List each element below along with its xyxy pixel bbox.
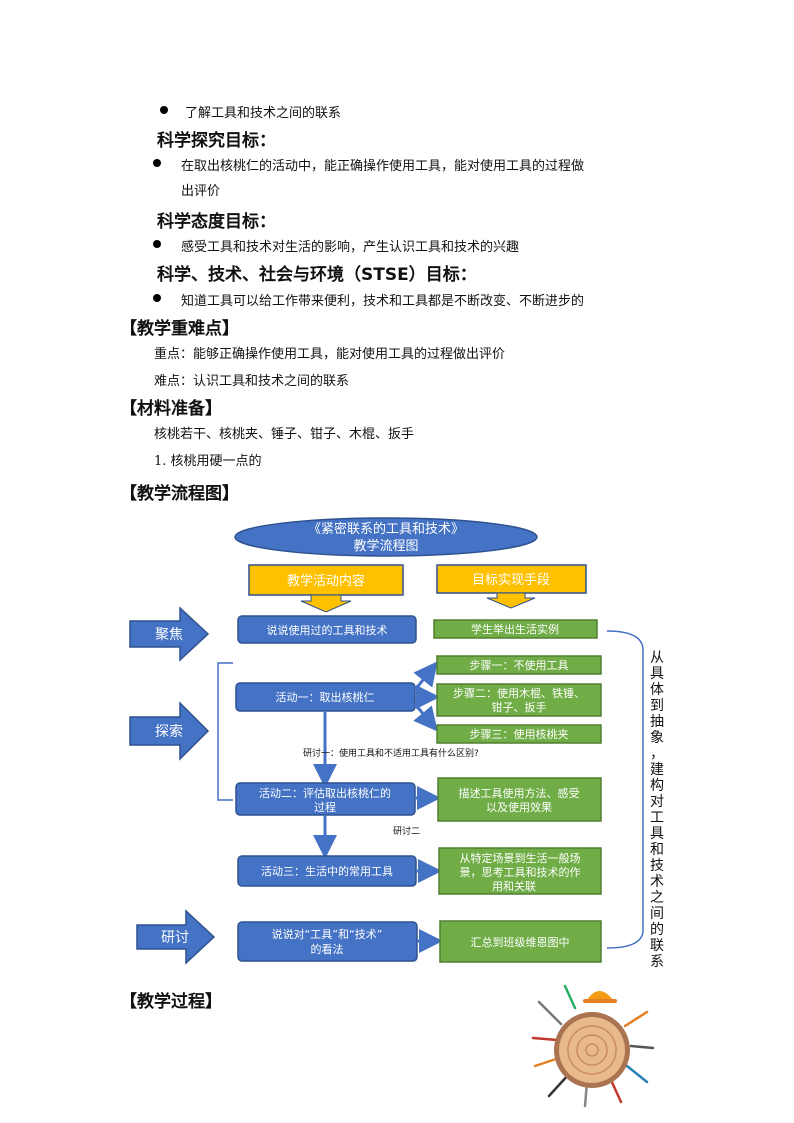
- box-student-examples: [433, 619, 598, 639]
- inquiry-heading: 科学探究目标：: [157, 131, 276, 151]
- key-points-heading: 【教学重难点】: [120, 319, 239, 339]
- box-step2: [436, 683, 602, 717]
- column-activity-content-label: 教学活动内容: [287, 573, 365, 589]
- tools-stump-illustration: [531, 984, 655, 1108]
- bullet-dot: [153, 240, 161, 248]
- box-summary-label: 汇总到班级维恩图中: [471, 935, 570, 949]
- down-arrow-icon: [300, 594, 352, 613]
- stage-focus-label: 聚焦: [155, 627, 183, 643]
- side-note: 从具体到抽象，建构对工具和技术之间的联系: [650, 650, 664, 970]
- materials-note: 1. 核桃用硬一点的: [154, 454, 262, 469]
- stage-explore-label: 探索: [155, 723, 183, 740]
- box-step1: [436, 655, 602, 675]
- materials-list: 核桃若干、核桃夹、锤子、钳子、木棍、扳手: [154, 427, 415, 442]
- box-scene-line3: 用和关联: [492, 879, 536, 893]
- box-activity3-label: 活动三：生活中的常用工具: [261, 864, 393, 878]
- box-step1-label: 步骤一：不使用工具: [470, 659, 569, 672]
- box-activity1-label: 活动一：取出核桃仁: [276, 690, 375, 704]
- objective-intro: 了解工具和技术之间的联系: [185, 106, 342, 121]
- box-scene: [438, 847, 602, 895]
- column-target-means-label: 目标实现手段: [472, 573, 550, 588]
- box-talk-views-line1: 说说对“工具”和“技术”: [272, 927, 383, 941]
- branch-arrow: [413, 703, 438, 732]
- box-activity2-line1: 活动二：评估取出核桃仁的: [259, 786, 391, 800]
- key-point: 重点：能够正确操作使用工具，能对使用工具的过程做出评价: [154, 347, 506, 362]
- box-activity2-line2: 过程: [314, 801, 336, 814]
- materials-heading: 【材料准备】: [120, 399, 222, 419]
- flowchart-heading: 【教学流程图】: [120, 484, 239, 504]
- flowchart-title-line2: 教学流程图: [353, 538, 418, 554]
- box-describe: [437, 777, 602, 822]
- box-talk-tools-label: 说说使用过的工具和技术: [267, 623, 388, 637]
- inquiry-objective-line2: 出评价: [181, 184, 221, 199]
- down-arrow-icon: [486, 592, 536, 609]
- box-step2-line1: 步骤二：使用木棍、铁锤、: [453, 686, 585, 700]
- box-step3: [436, 724, 602, 744]
- branch-arrow: [413, 661, 438, 691]
- box-talk-tools: [237, 615, 417, 644]
- box-describe-line2: 以及使用效果: [486, 800, 552, 814]
- stage-focus-arrow: [129, 606, 210, 662]
- stage-discuss-label: 研讨: [161, 930, 189, 946]
- attitude-heading: 科学态度目标：: [157, 212, 276, 232]
- stage-explore-arrow: [129, 701, 210, 761]
- bullet-dot: [160, 106, 168, 114]
- discuss1-label: 研讨一：使用工具和不适用工具有什么区别?: [303, 747, 479, 759]
- bullet-dot: [153, 159, 161, 167]
- process-heading: 【教学过程】: [120, 992, 222, 1012]
- right-brace: [606, 630, 644, 949]
- inquiry-objective-line1: 在取出核桃仁的活动中，能正确操作使用工具，能对使用工具的过程做: [181, 159, 585, 174]
- explore-bracket: [217, 662, 233, 801]
- box-step3-label: 步骤三：使用核桃夹: [470, 727, 569, 741]
- box-student-examples-label: 学生举出生活实例: [471, 622, 559, 636]
- box-talk-views-line2: 的看法: [311, 942, 344, 956]
- box-step2-line2: 钳子、扳手: [492, 700, 547, 714]
- stse-heading: 科学、技术、社会与环境（STSE）目标：: [157, 265, 477, 285]
- discuss2-label: 研讨二: [393, 825, 420, 837]
- difficult-point: 难点：认识工具和技术之间的联系: [154, 374, 350, 389]
- box-scene-line1: 从特定场景到生活一般场: [460, 851, 581, 865]
- bullet-dot: [153, 294, 161, 302]
- box-summary: [439, 920, 602, 963]
- stage-discuss-arrow: [136, 909, 216, 965]
- flowchart-title-ellipse: [234, 517, 538, 557]
- box-scene-line2: 景，思考工具和技术的作: [460, 865, 581, 879]
- attitude-objective: 感受工具和技术对生活的影响，产生认识工具和技术的兴趣: [181, 240, 520, 255]
- box-describe-line1: 描述工具使用方法、感受: [459, 786, 580, 800]
- stse-objective: 知道工具可以给工作带来便利，技术和工具都是不断改变、不断进步的: [181, 294, 585, 309]
- flowchart-title-line1: 《紧密联系的工具和技术》: [308, 521, 464, 537]
